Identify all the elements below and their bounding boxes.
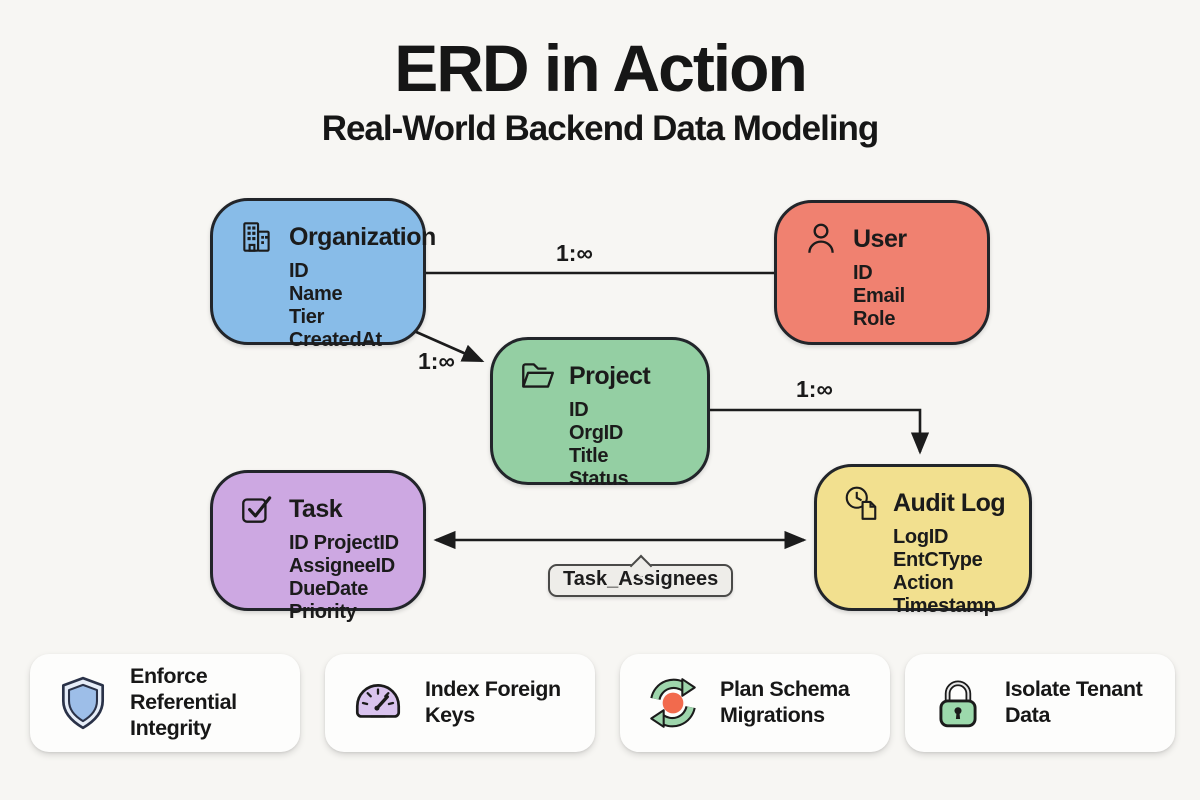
field: ID <box>569 399 589 421</box>
field: ID <box>289 260 309 282</box>
page-title: ERD in Action <box>394 31 808 105</box>
cardinality-label-org-project: 1:∞ <box>418 348 455 374</box>
field: Priority <box>289 601 357 623</box>
building-icon <box>238 218 276 256</box>
entity-audit-log: Audit Log LogID EntCType Action Timestam… <box>814 464 1032 617</box>
field: Timestamp <box>893 595 996 617</box>
folder-icon <box>518 357 556 395</box>
cardinality-label-org-user: 1:∞ <box>556 240 593 266</box>
practice-card-label: Plan Schema Migrations <box>720 677 850 727</box>
practice-card-tenant-isolation: Isolate Tenant Data <box>905 654 1175 752</box>
entity-project: Project ID OrgID Title Status <box>490 337 710 490</box>
checkbox-icon <box>238 490 276 528</box>
entity-user: User ID Email Role <box>774 200 990 345</box>
field: LogID <box>893 526 949 548</box>
field: Title <box>569 445 609 467</box>
entity-user-fields: ID Email Role <box>853 262 973 331</box>
field: Role <box>853 308 896 330</box>
entity-user-header: User <box>802 220 973 258</box>
field: CreatedAt <box>289 329 382 351</box>
field: Status <box>569 468 629 490</box>
entity-audit-log-fields: LogID EntCType Action Timestamp <box>893 526 1015 618</box>
practice-card-referential-integrity: Enforce Referential Integrity <box>30 654 300 752</box>
shield-icon <box>54 674 112 732</box>
practice-card-schema-migrations: Plan Schema Migrations <box>620 654 890 752</box>
field: AssigneeID <box>289 555 395 577</box>
practice-card-label: Enforce Referential Integrity <box>130 664 237 740</box>
clock-document-icon <box>842 484 880 522</box>
field: ID <box>853 262 873 284</box>
field: ID ProjectID <box>289 532 399 554</box>
entity-project-header: Project <box>518 357 693 395</box>
entity-task-fields: ID ProjectID AssigneeID DueDate Priority <box>289 532 409 624</box>
entity-task-title: Task <box>289 494 343 523</box>
gauge-icon <box>349 674 407 732</box>
entity-audit-log-title: Audit Log <box>893 488 1006 517</box>
entity-audit-log-header: Audit Log <box>842 484 1015 522</box>
entity-project-fields: ID OrgID Title Status <box>569 399 693 491</box>
connector-project-audit <box>710 408 930 455</box>
entity-user-title: User <box>853 224 907 253</box>
field: DueDate <box>289 578 369 600</box>
field: Name <box>289 283 343 305</box>
field: OrgID <box>569 422 624 444</box>
cycle-icon <box>644 674 702 732</box>
entity-task: Task ID ProjectID AssigneeID DueDate Pri… <box>210 470 426 623</box>
header: ERD in Action Real-World Backend Data Mo… <box>0 31 1200 149</box>
entity-organization-header: Organization <box>238 218 436 256</box>
user-icon <box>802 220 840 258</box>
practice-card-label: Isolate Tenant Data <box>1005 677 1143 727</box>
cardinality-label-project-audit: 1:∞ <box>796 376 833 402</box>
field: Tier <box>289 306 325 328</box>
lock-icon <box>929 674 987 732</box>
entity-organization: Organization ID Name Tier CreatedAt <box>210 198 436 351</box>
practice-card-index-foreign-keys: Index Foreign Keys <box>325 654 595 752</box>
field: EntCType <box>893 549 983 571</box>
field: Action <box>893 572 954 594</box>
entity-organization-fields: ID Name Tier CreatedAt <box>289 260 409 352</box>
practice-card-label: Index Foreign Keys <box>425 677 561 727</box>
entity-task-header: Task <box>238 490 409 528</box>
join-table-label: Task_Assignees <box>548 564 734 597</box>
page-subtitle: Real-World Backend Data Modeling <box>321 109 880 149</box>
entity-project-title: Project <box>569 361 651 390</box>
entity-organization-title: Organization <box>289 222 436 251</box>
field: Email <box>853 285 905 307</box>
